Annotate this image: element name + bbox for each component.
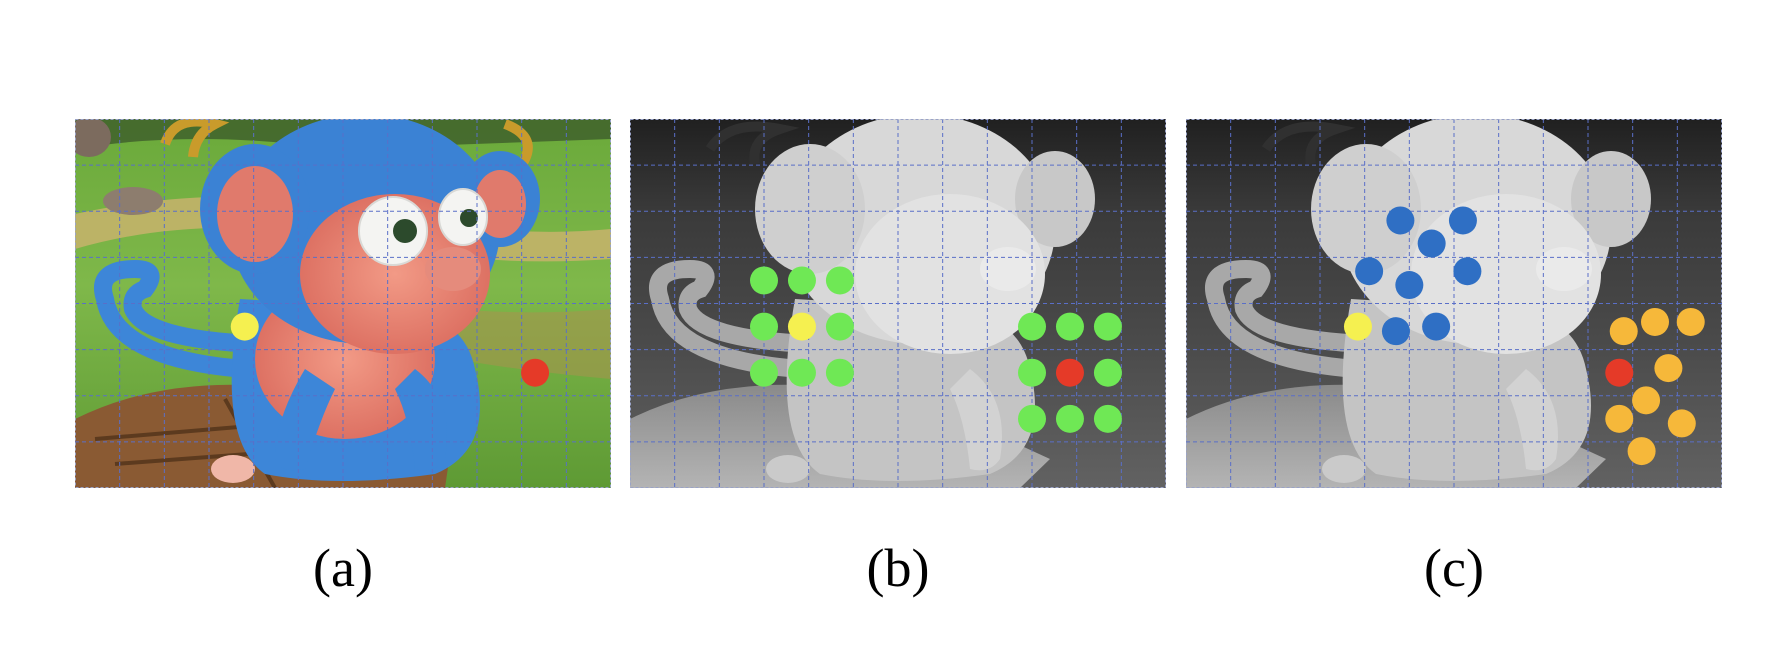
- depth-ear: [1571, 151, 1651, 247]
- tail: [94, 259, 264, 378]
- green-dot: [750, 266, 778, 295]
- markers-b: [750, 266, 1122, 433]
- green-dot: [1018, 312, 1046, 341]
- arm: [395, 369, 447, 471]
- green-dot: [825, 358, 854, 387]
- blue-dot: [1386, 206, 1415, 235]
- markers-a: [230, 312, 550, 387]
- depth-foot: [766, 455, 810, 483]
- depth-ear: [755, 144, 865, 274]
- banana: [160, 119, 230, 158]
- green-dot: [1093, 312, 1122, 341]
- depth-ear: [1311, 144, 1421, 274]
- pupil: [460, 209, 478, 227]
- panel-border: [75, 119, 611, 488]
- green-dot: [1018, 404, 1046, 433]
- orange-dot: [1632, 386, 1661, 415]
- blue-dot: [1453, 257, 1482, 286]
- green-dot: [1093, 404, 1122, 433]
- depth-ear: [1015, 151, 1095, 247]
- orange-dot: [1667, 409, 1696, 438]
- grid-a: [75, 119, 611, 488]
- orange-dot: [1641, 307, 1669, 336]
- blue-dot: [1395, 271, 1424, 300]
- panel-border: [630, 119, 1166, 488]
- green-dot: [787, 358, 816, 387]
- depth-face: [1411, 194, 1601, 354]
- green-dot: [750, 358, 778, 387]
- blue-dot: [1422, 312, 1451, 341]
- green-dot: [1093, 358, 1122, 387]
- green-dot: [750, 312, 778, 341]
- yellow-dot: [1343, 312, 1372, 341]
- caption-a: (a): [313, 538, 373, 598]
- panel-a-image: [75, 119, 611, 488]
- orange-dot: [1676, 307, 1705, 336]
- green-dot: [825, 266, 854, 295]
- red-dot: [1055, 358, 1084, 387]
- red-dot: [1605, 358, 1634, 387]
- depth-foot: [1322, 455, 1366, 483]
- yellow-dot: [787, 312, 816, 341]
- pupil: [393, 219, 417, 243]
- red-dot: [521, 358, 550, 387]
- green-dot: [1055, 312, 1084, 341]
- arm: [275, 369, 335, 471]
- blue-dot: [1417, 229, 1446, 258]
- blue-dot: [1355, 257, 1384, 286]
- caption-c: (c): [1424, 538, 1484, 598]
- blue-dot: [1448, 206, 1477, 235]
- orange-dot: [1654, 354, 1683, 383]
- depth-nose: [1536, 247, 1592, 291]
- foot: [211, 455, 255, 483]
- depth-nose: [980, 247, 1036, 291]
- markers-c: [1343, 206, 1705, 466]
- depth-face: [855, 194, 1045, 354]
- depth-banana: [1261, 121, 1356, 165]
- green-dot: [1018, 358, 1046, 387]
- panel-b-image: [630, 119, 1166, 488]
- rock: [103, 187, 163, 215]
- depth-tail: [649, 259, 819, 378]
- depth-arm: [1506, 369, 1558, 471]
- yellow-dot: [230, 312, 259, 341]
- panel-c-image: [1186, 119, 1722, 488]
- depth-banana: [705, 121, 800, 165]
- depth-arm: [950, 369, 1002, 471]
- green-dot: [1055, 404, 1084, 433]
- ear-inner: [217, 166, 293, 262]
- grid-b: [630, 119, 1166, 488]
- blue-dot: [1381, 317, 1410, 346]
- green-dot: [787, 266, 816, 295]
- nose: [425, 247, 481, 291]
- green-dot: [825, 312, 854, 341]
- orange-dot: [1627, 437, 1656, 466]
- caption-b: (b): [866, 538, 930, 598]
- rock: [75, 119, 111, 157]
- depth-tail: [1205, 259, 1375, 378]
- face: [300, 194, 490, 354]
- orange-dot: [1609, 317, 1638, 346]
- orange-dot: [1605, 404, 1634, 433]
- panel-border: [1186, 119, 1722, 488]
